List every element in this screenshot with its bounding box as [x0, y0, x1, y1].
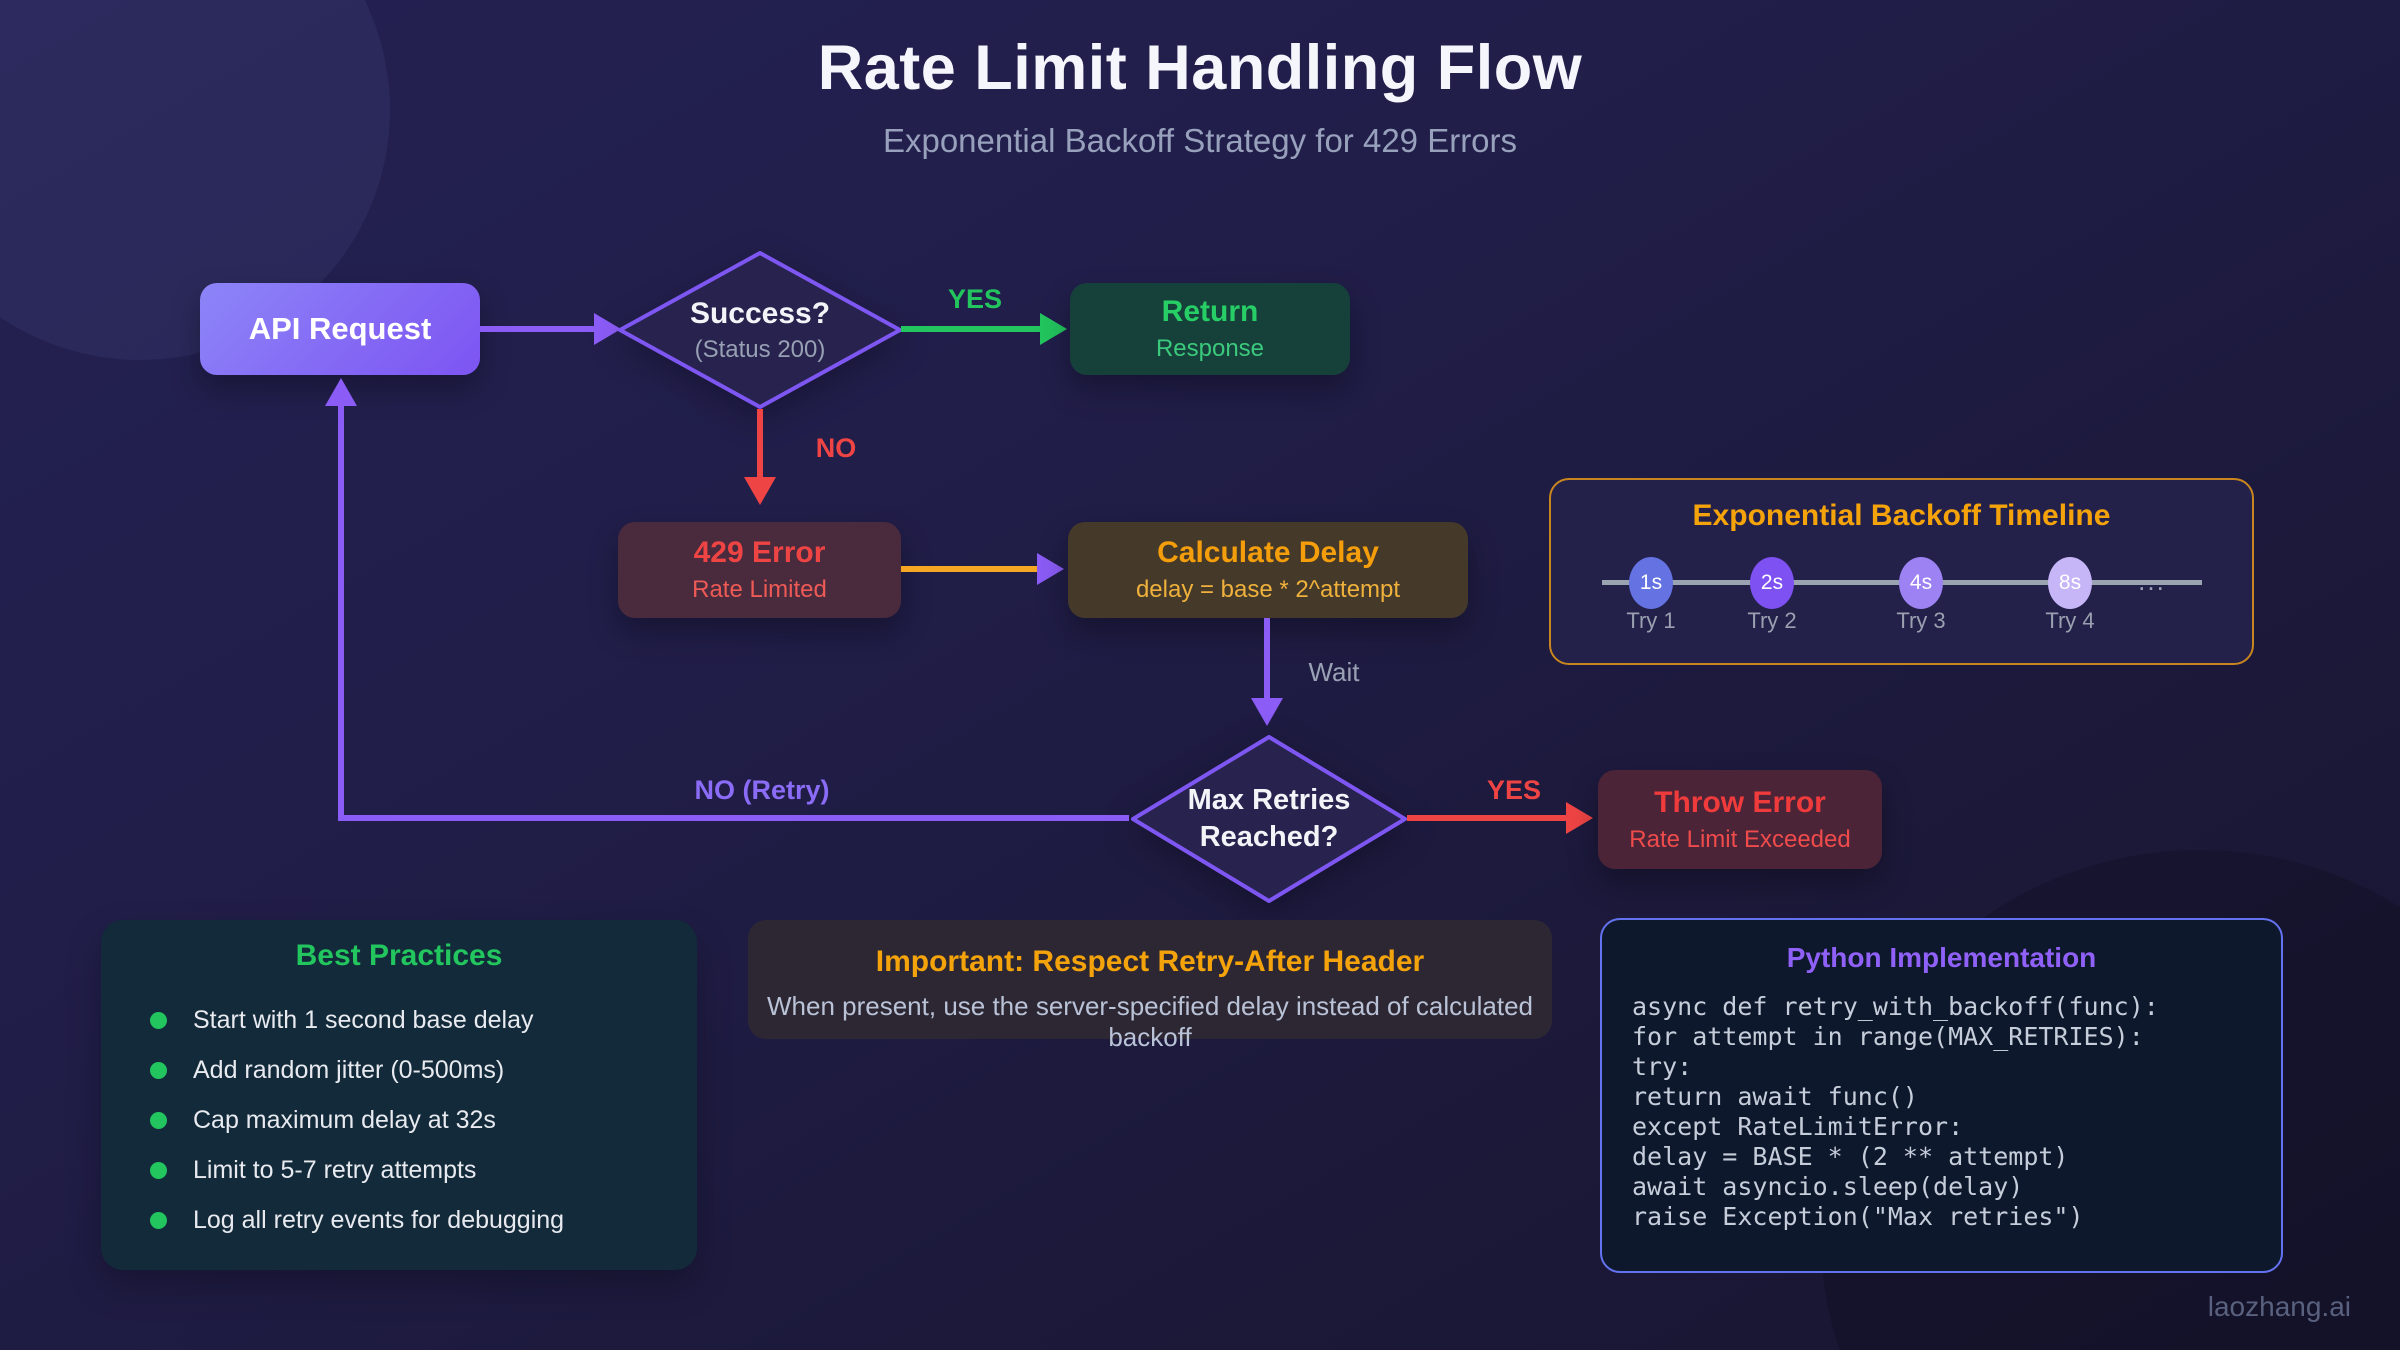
list-item: Add random jitter (0-500ms)	[150, 1045, 677, 1095]
timeline-dot-try3-delay: 4s	[1909, 571, 1933, 594]
edge-label-max-no: NO (Retry)	[694, 775, 830, 805]
python-code-block: async def retry_with_backoff(func): for …	[1632, 992, 2265, 1232]
timeline-label-try4: Try 4	[2045, 608, 2095, 633]
flow-decision-max-retries: Max Retries Reached?	[1129, 733, 1409, 905]
max-retries-diamond-shape	[1131, 735, 1407, 903]
timeline-dot-try3: 4s	[1899, 557, 1943, 609]
best-practices-title: Best Practices	[295, 939, 503, 972]
calc-title: Calculate Delay	[1157, 536, 1379, 569]
return-title: Return	[1161, 295, 1259, 328]
panel-backoff-timeline: Exponential Backoff Timeline 1s Try 1 2s…	[1549, 478, 2254, 665]
bullet-dot-icon	[150, 1211, 167, 1229]
arrow-success-to-return-head	[1040, 313, 1067, 345]
arrow-max-to-throw-line	[1407, 815, 1567, 821]
flow-node-calculate-delay: Calculate Delay delay = base * 2^attempt	[1068, 522, 1468, 618]
throw-subtitle: Rate Limit Exceeded	[1629, 825, 1851, 853]
panel-important-note: Important: Respect Retry-After Header Wh…	[748, 920, 1552, 1052]
max-retries-line2: Reached?	[1199, 821, 1339, 853]
429-subtitle: Rate Limited	[692, 576, 827, 603]
arrow-429-to-calc-head	[1037, 553, 1064, 585]
important-body: When present, use the server-specified d…	[767, 991, 1533, 1052]
timeline-dot-try2: 2s	[1750, 557, 1794, 609]
timeline-label-try2: Try 2	[1747, 608, 1797, 633]
timeline-title: Exponential Backoff Timeline	[1692, 499, 2111, 532]
arrow-calc-to-max-line	[1264, 618, 1270, 700]
list-item: Cap maximum delay at 32s	[150, 1095, 677, 1145]
arrow-retry-vline	[338, 404, 344, 821]
flow-node-return: Return Response	[1070, 283, 1350, 375]
arrow-429-to-calc-line	[901, 566, 1038, 572]
arrow-api-to-success-head	[594, 313, 621, 345]
arrow-retry-head	[325, 378, 357, 406]
arrow-calc-to-max-head	[1251, 698, 1283, 726]
arrow-api-to-success-line	[480, 326, 596, 332]
bullet-dot-icon	[150, 1061, 167, 1079]
code-line: except RateLimitError:	[1632, 1112, 1964, 1141]
code-line: raise Exception("Max retries")	[1632, 1202, 2084, 1231]
edge-label-success-no: NO	[815, 433, 857, 463]
best-practices-list: Start with 1 second base delay Add rando…	[150, 995, 677, 1245]
code-line: for attempt in range(MAX_RETRIES):	[1632, 1022, 2144, 1051]
timeline-dot-try1-delay: 1s	[1639, 571, 1663, 594]
arrow-success-to-429-line	[757, 409, 763, 479]
return-subtitle: Response	[1155, 335, 1265, 362]
bullet-dot-icon	[150, 1111, 167, 1129]
flow-node-429-error: 429 Error Rate Limited	[618, 522, 901, 618]
flow-node-api-request: API Request	[200, 283, 480, 375]
max-retries-line1: Max Retries	[1187, 784, 1351, 816]
arrow-max-to-throw-head	[1566, 802, 1593, 834]
code-line: return await func()	[1632, 1082, 1918, 1111]
success-subtitle: (Status 200)	[694, 335, 826, 363]
api-request-label: API Request	[248, 311, 432, 346]
code-line: delay = BASE * (2 ** attempt)	[1632, 1142, 2069, 1171]
page-subtitle: Exponential Backoff Strategy for 429 Err…	[882, 122, 1518, 159]
edge-label-max-yes: YES	[1486, 775, 1542, 805]
important-title: Important: Respect Retry-After Header	[875, 945, 1425, 978]
throw-title: Throw Error	[1654, 785, 1826, 819]
success-title: Success?	[689, 296, 831, 330]
watermark: laozhang.ai	[2207, 1291, 2351, 1322]
success-diamond-shape	[618, 251, 902, 409]
code-line: await asyncio.sleep(delay)	[1632, 1172, 2024, 1201]
timeline-label-try3: Try 3	[1896, 608, 1946, 633]
bullet-dot-icon	[150, 1011, 167, 1029]
flow-node-throw-error: Throw Error Rate Limit Exceeded	[1598, 770, 1882, 869]
list-item: Limit to 5-7 retry attempts	[150, 1145, 677, 1195]
flow-decision-success: Success? (Status 200)	[616, 249, 904, 411]
panel-best-practices: Best Practices Start with 1 second base …	[101, 920, 697, 1270]
timeline-dot-try4-delay: 8s	[2058, 571, 2082, 594]
page-title: Rate Limit Handling Flow	[817, 33, 1583, 103]
code-line: async def retry_with_backoff(func):	[1632, 992, 2159, 1021]
list-item: Log all retry events for debugging	[150, 1195, 677, 1245]
edge-label-success-yes: YES	[947, 284, 1003, 314]
calc-subtitle: delay = base * 2^attempt	[1135, 576, 1401, 603]
timeline-label-try1: Try 1	[1626, 608, 1676, 633]
bullet-dot-icon	[150, 1161, 167, 1179]
code-line: try:	[1632, 1052, 1693, 1081]
python-title: Python Implementation	[1786, 942, 2097, 973]
timeline-ellipsis: ...	[2138, 566, 2166, 596]
edge-label-wait: Wait	[1308, 657, 1360, 687]
timeline-dot-try4: 8s	[2048, 557, 2092, 609]
arrow-retry-hline	[338, 815, 1129, 821]
arrow-success-to-return-line	[901, 326, 1041, 332]
timeline-dot-try1: 1s	[1629, 557, 1673, 609]
panel-python-implementation: Python Implementation async def retry_wi…	[1600, 918, 2283, 1273]
timeline-dot-try2-delay: 2s	[1760, 571, 1784, 594]
list-item: Start with 1 second base delay	[150, 995, 677, 1045]
429-title: 429 Error	[693, 536, 826, 569]
arrow-success-to-429-head	[744, 477, 776, 505]
